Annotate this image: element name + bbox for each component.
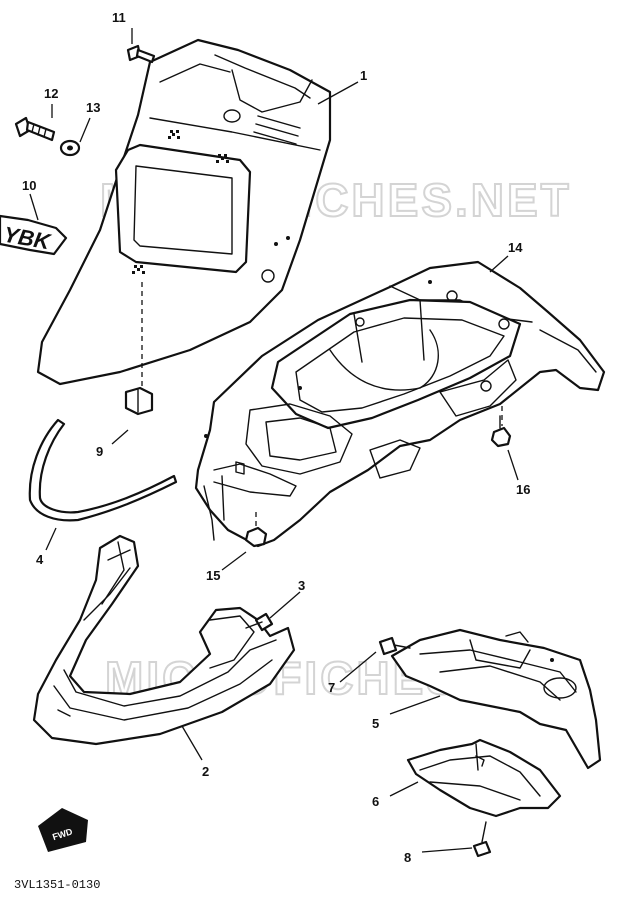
callout-1: 1: [360, 68, 367, 83]
callout-13: 13: [86, 100, 100, 115]
callout-10: 10: [22, 178, 36, 193]
callout-7: 7: [328, 680, 335, 695]
leader-lines: [29, 28, 519, 853]
part-12-bolt: [14, 116, 56, 142]
part-5-inner-panel: [390, 628, 602, 770]
callout-15: 15: [206, 568, 220, 583]
part-2-lower-cover: [32, 534, 296, 746]
part-7-screw: [378, 636, 411, 656]
part-9-clip: [124, 386, 154, 416]
callout-9: 9: [96, 444, 103, 459]
callout-8: 8: [404, 850, 411, 865]
callout-5: 5: [372, 716, 379, 731]
part-8-bolt: [472, 821, 492, 858]
part-6-bracket: [406, 738, 562, 818]
part-1-front-cover: [36, 38, 332, 386]
callout-2: 2: [202, 764, 209, 779]
callout-12: 12: [44, 86, 58, 101]
callout-16: 16: [516, 482, 530, 497]
part-4-strip: [28, 418, 178, 522]
fwd-arrow-icon: FWD: [38, 808, 88, 852]
callout-14: 14: [508, 240, 523, 255]
drawing-code: 3VL1351-0130: [14, 878, 100, 892]
part-14-rear-fender: [194, 260, 606, 548]
part-16-bolt: [490, 415, 512, 448]
callout-4: 4: [36, 552, 44, 567]
part-10-emblem: YBK: [0, 214, 68, 256]
part-15-nut: [244, 526, 268, 548]
callout-3: 3: [298, 578, 305, 593]
callout-6: 6: [372, 794, 379, 809]
part-3-screw: [245, 612, 274, 632]
callout-11: 11: [112, 10, 126, 25]
part-13-grommet: [59, 139, 81, 157]
callout-labels: 11 12 13 10 1 14 9 4 15 16 3 2 7 5 6 8: [22, 10, 530, 865]
part-11-screw: [126, 44, 156, 64]
